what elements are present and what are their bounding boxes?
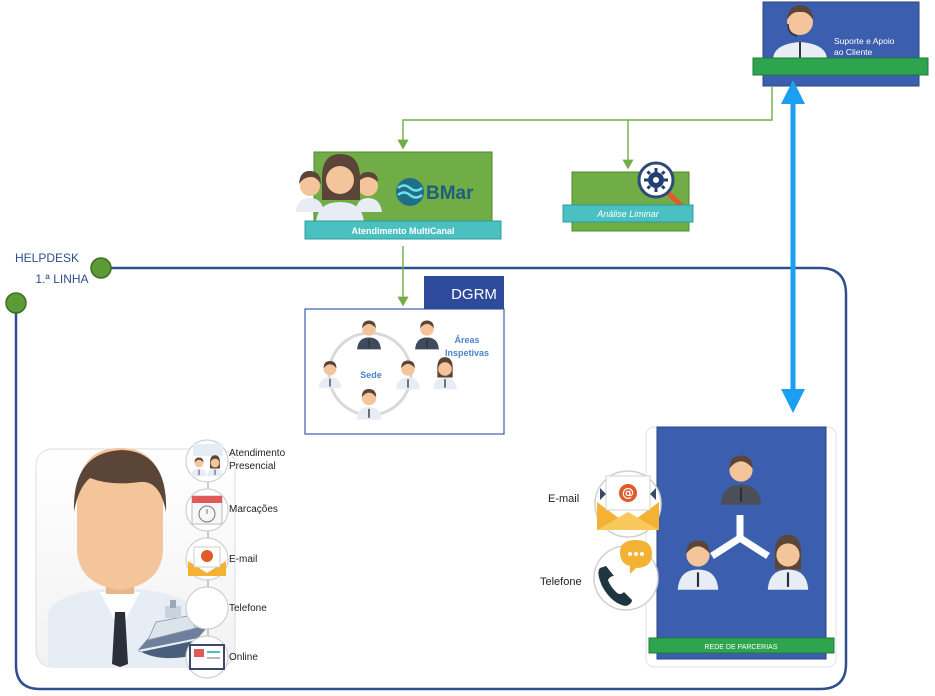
support-partners-link: [781, 80, 805, 413]
person-icon: [415, 320, 439, 350]
svg-text:@: @: [622, 486, 634, 500]
email-icon: [185, 537, 229, 581]
dgrm-title: DGRM: [451, 286, 497, 303]
multicanal-box: [296, 151, 502, 240]
sede-label: Sede: [360, 370, 382, 380]
phone-icon: [185, 586, 229, 630]
helpdesk-line1: HELPDESK: [15, 251, 79, 265]
support-label-line1: Suporte e Apoio: [834, 36, 895, 46]
helpdesk-node-left: [5, 292, 27, 314]
support-agent-icon: [773, 5, 827, 60]
person-card: [35, 448, 236, 668]
helpdesk-frame: [14, 266, 848, 691]
partners-label: REDE DE PARCERIAS: [705, 644, 778, 651]
support-label-line2: ao Cliente: [834, 47, 873, 57]
presencial-icon: [185, 439, 229, 483]
person-icon: [207, 455, 223, 477]
partner-person-icon: [677, 540, 719, 590]
sede-people-icons: [318, 320, 457, 420]
bmar-logo: [396, 178, 424, 206]
helpdesk-line2: 1.ª LINHA: [35, 272, 88, 286]
channel-icons: [185, 439, 229, 679]
partner-people: [677, 455, 809, 590]
partner-person-icon: [767, 534, 809, 590]
bmar-brand: BMar: [426, 183, 474, 204]
channel-label-telefone: Telefone: [229, 603, 267, 614]
partners-panel: [645, 426, 837, 668]
green-connectors: [397, 86, 773, 307]
person-icon: [191, 457, 207, 477]
calendar-icon: [185, 488, 229, 532]
analise-box: [562, 161, 694, 232]
partner-email-icon: @: [594, 470, 662, 538]
helpdesk-node-top: [90, 257, 112, 279]
channel-label-presencial-1: Atendimento: [229, 448, 286, 459]
person-icon: [433, 357, 457, 390]
channel-label-online: Online: [229, 652, 258, 663]
online-icon: [185, 635, 229, 679]
partner-phone-label: Telefone: [540, 576, 582, 588]
person-illustration: [48, 448, 200, 667]
partner-phone-icon: [593, 540, 659, 611]
analise-label: Análise Liminar: [596, 209, 660, 219]
gear-magnifier-icon: [637, 161, 686, 210]
person-icon: [356, 389, 382, 420]
channel-label-presencial-2: Presencial: [229, 461, 276, 472]
person-icon: [357, 320, 381, 350]
multicanal-label: Atendimento MultiCanal: [352, 226, 455, 236]
areas-label-line2: Inspetivas: [445, 348, 489, 358]
channel-label-email: E-mail: [229, 554, 257, 565]
areas-label-line1: Áreas: [454, 335, 479, 345]
person-icon: [396, 360, 420, 390]
team-icon: [296, 154, 382, 222]
channel-label-marcacoes: Marcações: [229, 504, 278, 515]
person-icon: [318, 361, 342, 389]
support-box: [752, 1, 929, 87]
dgrm-box: [304, 276, 505, 435]
partner-person-icon: [720, 455, 762, 505]
partner-email-label: E-mail: [548, 493, 579, 505]
network-icon: [710, 515, 770, 559]
